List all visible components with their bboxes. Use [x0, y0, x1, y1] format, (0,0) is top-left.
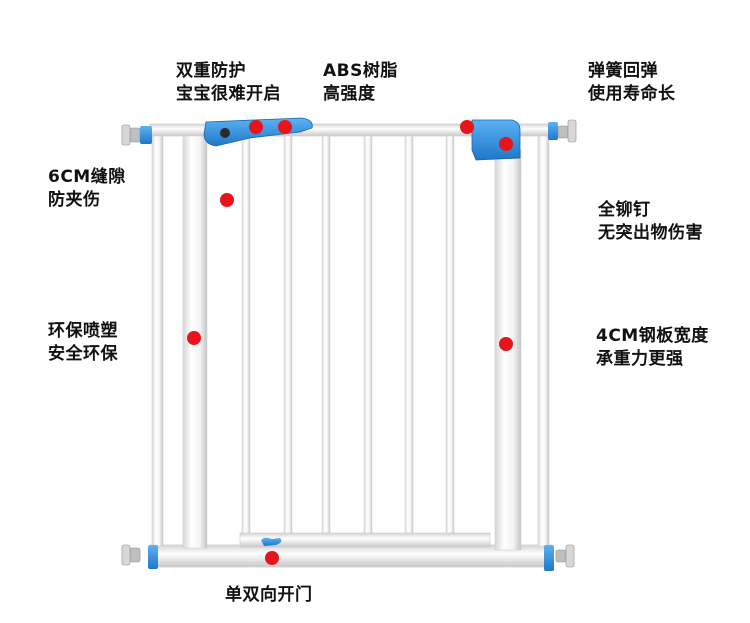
left-bottom-bolt — [121, 544, 158, 569]
label-rivet-line2: 无突出物伤害 — [598, 223, 703, 243]
right-frame-tube — [537, 135, 550, 547]
label-spring-line2: 使用寿命长 — [588, 84, 676, 104]
dot-steel — [499, 337, 513, 351]
dot-coating — [187, 331, 201, 345]
label-door-line1: 单双向开门 — [225, 585, 313, 605]
label-abs-line1: ABS树脂 — [323, 61, 398, 81]
label-gap: 6CM缝隙 防夹伤 — [48, 166, 126, 212]
dot-latch-right — [278, 120, 292, 134]
label-steel-line1: 4CM钢板宽度 — [596, 326, 709, 346]
label-door: 单双向开门 — [225, 584, 313, 607]
label-rivet-line1: 全铆钉 — [598, 200, 651, 220]
dot-gap — [220, 193, 234, 207]
dot-door — [265, 551, 279, 565]
label-spring-line1: 弹簧回弹 — [588, 61, 658, 81]
hinge-block — [471, 119, 521, 161]
left-top-bolt — [121, 124, 152, 146]
label-anti-pry-line1: 双重防护 — [176, 61, 246, 81]
label-abs: ABS树脂 高强度 — [323, 60, 398, 106]
dot-hinge — [499, 137, 513, 151]
label-coating-line1: 环保喷塑 — [48, 321, 118, 341]
label-coating: 环保喷塑 安全环保 — [48, 320, 118, 366]
door-bars — [241, 135, 455, 535]
label-anti-pry: 双重防护 宝宝很难开启 — [176, 60, 281, 106]
right-bottom-bolt — [544, 544, 575, 571]
label-spring: 弹簧回弹 使用寿命长 — [588, 60, 676, 106]
latch-button-icon — [220, 128, 230, 138]
label-abs-line2: 高强度 — [323, 84, 376, 104]
bottom-rail — [149, 544, 553, 568]
label-gap-line1: 6CM缝隙 — [48, 167, 126, 187]
label-steel: 4CM钢板宽度 承重力更强 — [596, 325, 709, 371]
label-coating-line2: 安全环保 — [48, 344, 118, 364]
right-top-bolt — [548, 119, 577, 143]
label-rivet: 全铆钉 无突出物伤害 — [598, 199, 703, 245]
label-anti-pry-line2: 宝宝很难开启 — [176, 84, 281, 104]
door-bottom-plate — [239, 532, 491, 548]
dot-hinge-top — [460, 120, 474, 134]
door-stopper — [261, 537, 282, 546]
label-steel-line2: 承重力更强 — [596, 349, 684, 369]
left-frame-tube — [151, 135, 164, 547]
dot-latch-left — [249, 120, 263, 134]
label-gap-line2: 防夹伤 — [48, 190, 101, 210]
